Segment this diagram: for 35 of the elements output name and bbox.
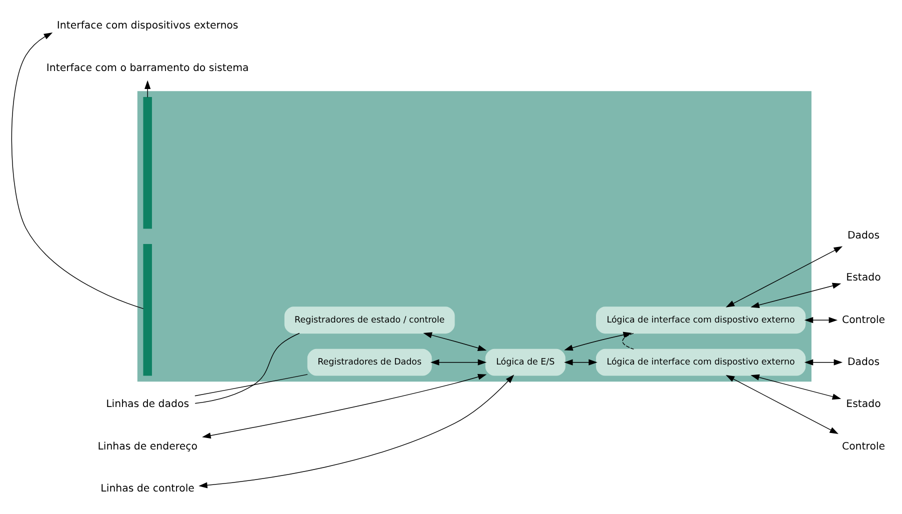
arrow (430, 358, 487, 365)
node-text: Interface com o barramento do sistema (46, 62, 249, 74)
arrow (804, 358, 843, 365)
arrow (564, 331, 632, 350)
arrow (564, 358, 598, 365)
arrow (804, 316, 838, 323)
arrow (423, 332, 487, 350)
arrow (198, 374, 514, 488)
node-text: Linhas de endereço (98, 440, 198, 452)
node-box: Registradores de estado / controle (284, 306, 455, 334)
arrow (726, 374, 838, 434)
node-text: Linhas de controle (100, 483, 194, 494)
arrow (750, 282, 842, 308)
arrow (11, 32, 144, 309)
node-box: Registradores de Dados (307, 348, 432, 376)
node-text: Interface com dispositivos externos (56, 20, 238, 32)
node-text: Linhas de dados (106, 398, 190, 410)
connector (194, 332, 300, 404)
arrow (726, 246, 843, 307)
connector (622, 332, 634, 350)
arrow (202, 373, 487, 438)
arrow (144, 80, 151, 98)
node-text: Dados (847, 230, 880, 241)
node-box: Lógica de E/S (485, 348, 566, 376)
arrow (750, 374, 842, 400)
node-box: Lógica de interface com dispostivo externo (596, 348, 806, 376)
node-bar (143, 244, 152, 376)
node-text: Estado (846, 272, 881, 284)
connector (194, 374, 308, 396)
node-text: Dados (847, 356, 880, 368)
node-text: Controle (842, 314, 886, 326)
node-box: Lógica de interface com dispostivo externo (596, 306, 806, 334)
node-text: Estado (846, 398, 881, 410)
node-bar (143, 96, 152, 228)
node-text: Controle (842, 440, 886, 452)
